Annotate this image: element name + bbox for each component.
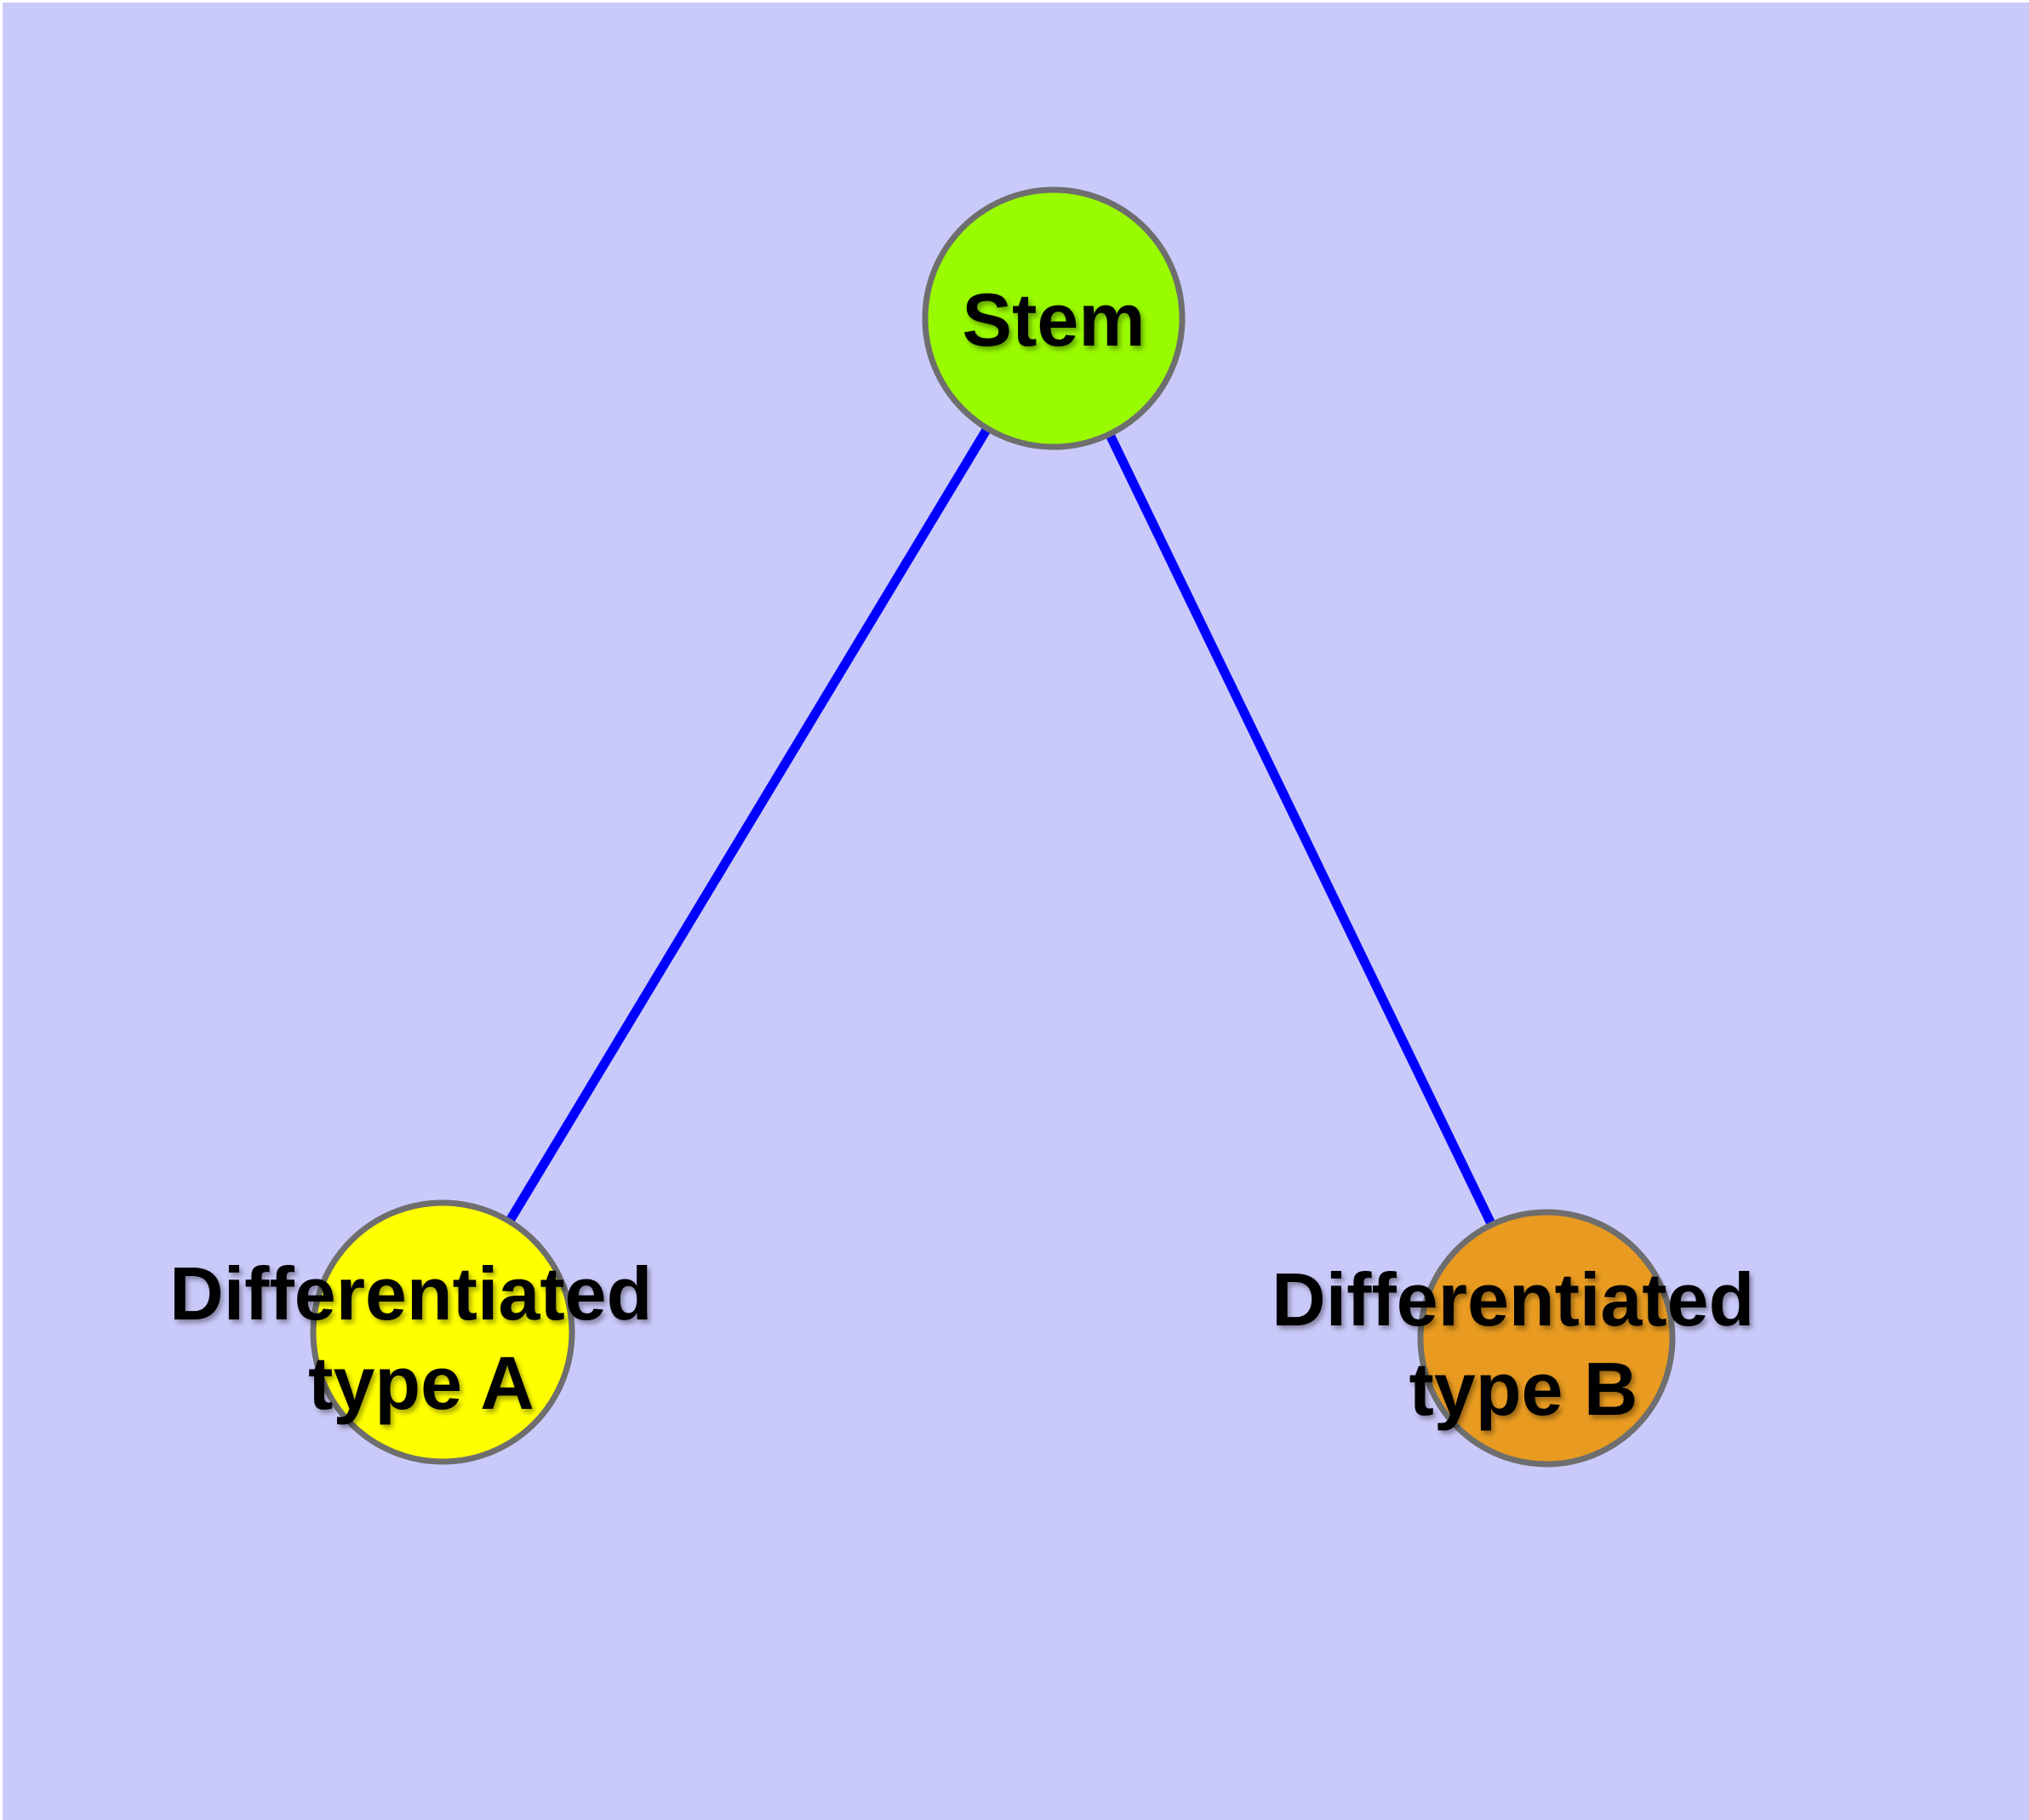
differentiated-type-b-label-line2: type B xyxy=(1409,1347,1638,1431)
node-stem: Stem xyxy=(922,186,1186,450)
differentiated-type-b-node[interactable] xyxy=(1417,1209,1676,1468)
differentiated-type-a-label-line1: Differentiated xyxy=(169,1251,652,1336)
node-differentiated-type-a: Differentiated type A xyxy=(169,1199,673,1465)
node-differentiated-type-b: Differentiated type B xyxy=(1272,1209,1775,1468)
edge-layer xyxy=(438,316,1551,1341)
differentiated-type-a-node[interactable] xyxy=(310,1199,575,1465)
stem-node[interactable] xyxy=(922,186,1186,450)
edge-stem-to-type-b xyxy=(1049,316,1551,1341)
differentiated-type-b-label: Differentiated type B xyxy=(1272,1257,1775,1431)
differentiated-type-b-label-line1: Differentiated xyxy=(1272,1257,1754,1342)
stem-node-label: Stem xyxy=(962,278,1145,362)
differentiated-type-a-label-line2: type A xyxy=(308,1341,534,1425)
edge-stem-to-type-a xyxy=(438,316,1058,1335)
differentiated-type-a-label: Differentiated type A xyxy=(169,1251,673,1425)
